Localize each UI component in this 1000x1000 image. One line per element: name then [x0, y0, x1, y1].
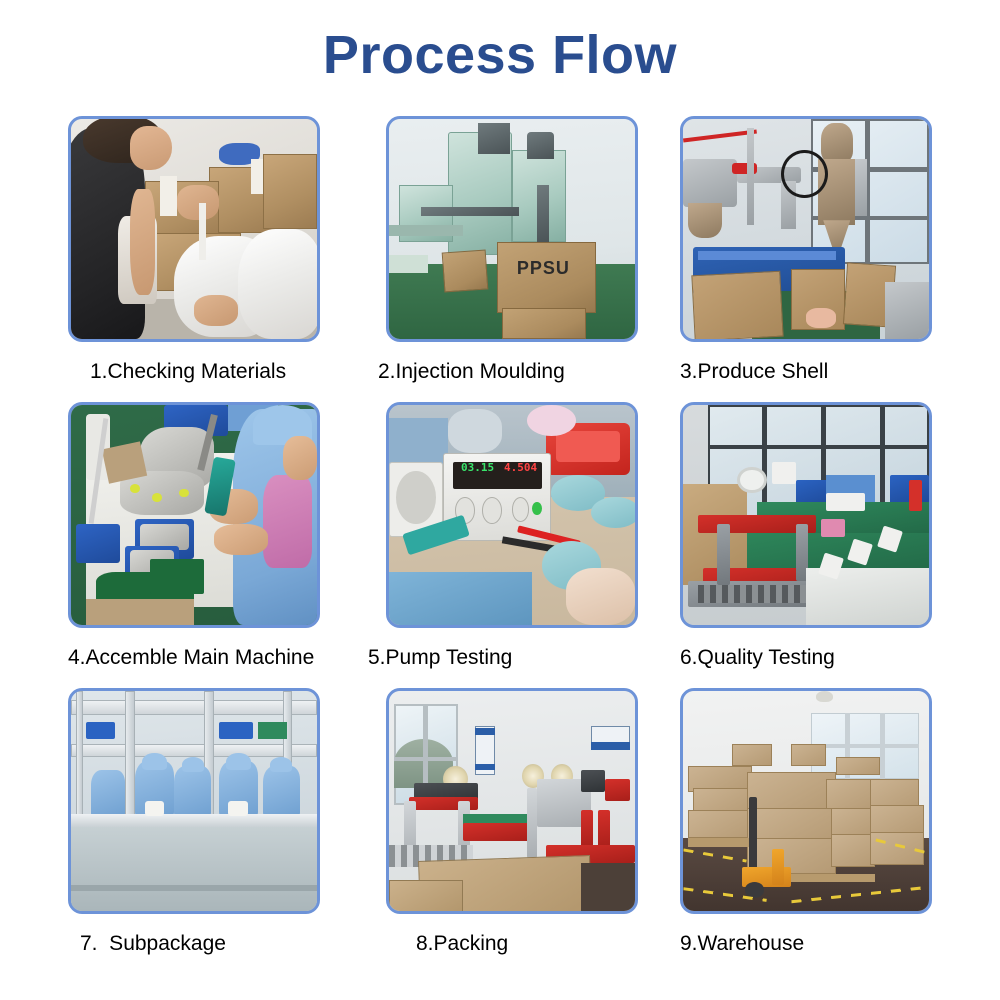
page-title: Process Flow — [322, 25, 678, 85]
process-step-6: 6.Quality Testing — [644, 402, 932, 688]
process-row-3: 7. Subpackage — [68, 688, 932, 974]
process-step-3: 3.Produce Shell — [644, 116, 932, 402]
photo-produce-shell — [680, 116, 932, 342]
step-caption: 4.Accemble Main Machine — [68, 646, 315, 669]
photo-quality-testing — [680, 402, 932, 628]
process-step-9: 9.Warehouse — [644, 688, 932, 974]
photo-checking-materials — [68, 116, 320, 342]
step-caption: 5.Pump Testing — [368, 646, 513, 669]
photo-subpackage — [68, 688, 320, 914]
photo-injection-moulding: PPSU — [386, 116, 638, 342]
process-step-8: 8.Packing — [356, 688, 644, 974]
photo-warehouse — [680, 688, 932, 914]
step-caption: 3.Produce Shell — [680, 360, 829, 383]
process-row-1: 1.Checking Materials PPSU — [68, 116, 932, 402]
process-step-4: 4.Accemble Main Machine — [68, 402, 356, 688]
step-caption: 7. Subpackage — [80, 932, 226, 955]
photo-assemble-main-machine — [68, 402, 320, 628]
photo-pump-testing: 03.15 4.504 — [386, 402, 638, 628]
process-step-2: PPSU 2.Injection Moulding — [356, 116, 644, 402]
step-caption: 9.Warehouse — [680, 932, 805, 955]
ppsu-box-label: PPSU — [516, 257, 570, 278]
process-step-1: 1.Checking Materials — [68, 116, 356, 402]
photo-packing — [386, 688, 638, 914]
process-step-5: 03.15 4.504 — [356, 402, 644, 688]
psu-voltage-readout: 03.15 — [460, 461, 495, 475]
step-caption: 2.Injection Moulding — [378, 360, 565, 383]
step-caption: 1.Checking Materials — [90, 360, 287, 383]
step-caption: 8.Packing — [416, 932, 509, 955]
process-step-7: 7. Subpackage — [68, 688, 356, 974]
process-steps-grid: 1.Checking Materials PPSU — [68, 116, 932, 974]
psu-current-readout: 4.504 — [504, 461, 538, 475]
process-row-2: 4.Accemble Main Machine 03.15 4.504 — [68, 402, 932, 688]
step-caption: 6.Quality Testing — [680, 646, 835, 669]
